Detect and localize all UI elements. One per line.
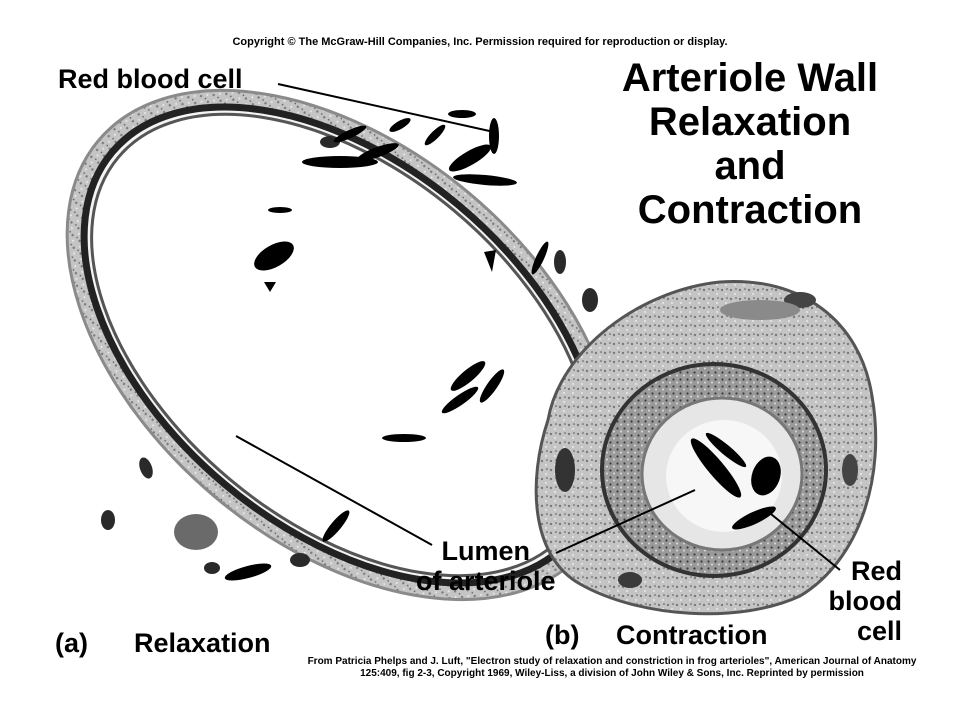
title-line-2: Relaxation: [648, 100, 852, 144]
label-red-blood-cell-b: Red blood cell: [816, 556, 902, 646]
source-credit: From Patricia Phelps and J. Luft, "Elect…: [307, 656, 917, 679]
title-line-1: Arteriole Wall: [621, 56, 879, 100]
label-rbc-b-line-3: cell: [856, 616, 902, 646]
title-line-4: Contraction: [637, 188, 863, 232]
label-rbc-b-line-1: Red: [850, 556, 902, 586]
label-red-blood-cell-a: Red blood cell: [58, 64, 243, 94]
panel-b-letter: (b): [545, 620, 580, 650]
label-lumen-line-2: of arteriole: [416, 566, 556, 596]
label-rbc-b-line-2: blood: [828, 586, 902, 616]
panel-a-letter: (a): [55, 628, 88, 658]
leader-lines: [235, 83, 841, 571]
red-blood-cells-a: [174, 110, 549, 581]
figure-title: Arteriole Wall Relaxation and Contractio…: [590, 56, 910, 232]
label-lumen: Lumen of arteriole: [416, 536, 556, 596]
panel-a-caption: Relaxation: [134, 628, 271, 658]
copyright-notice: Copyright © The McGraw-Hill Companies, I…: [232, 36, 728, 48]
panel-b-caption: Contraction: [616, 620, 768, 650]
red-blood-cells-b: [690, 432, 781, 530]
label-lumen-line-1: Lumen: [441, 536, 531, 566]
title-line-3: and: [714, 144, 786, 188]
